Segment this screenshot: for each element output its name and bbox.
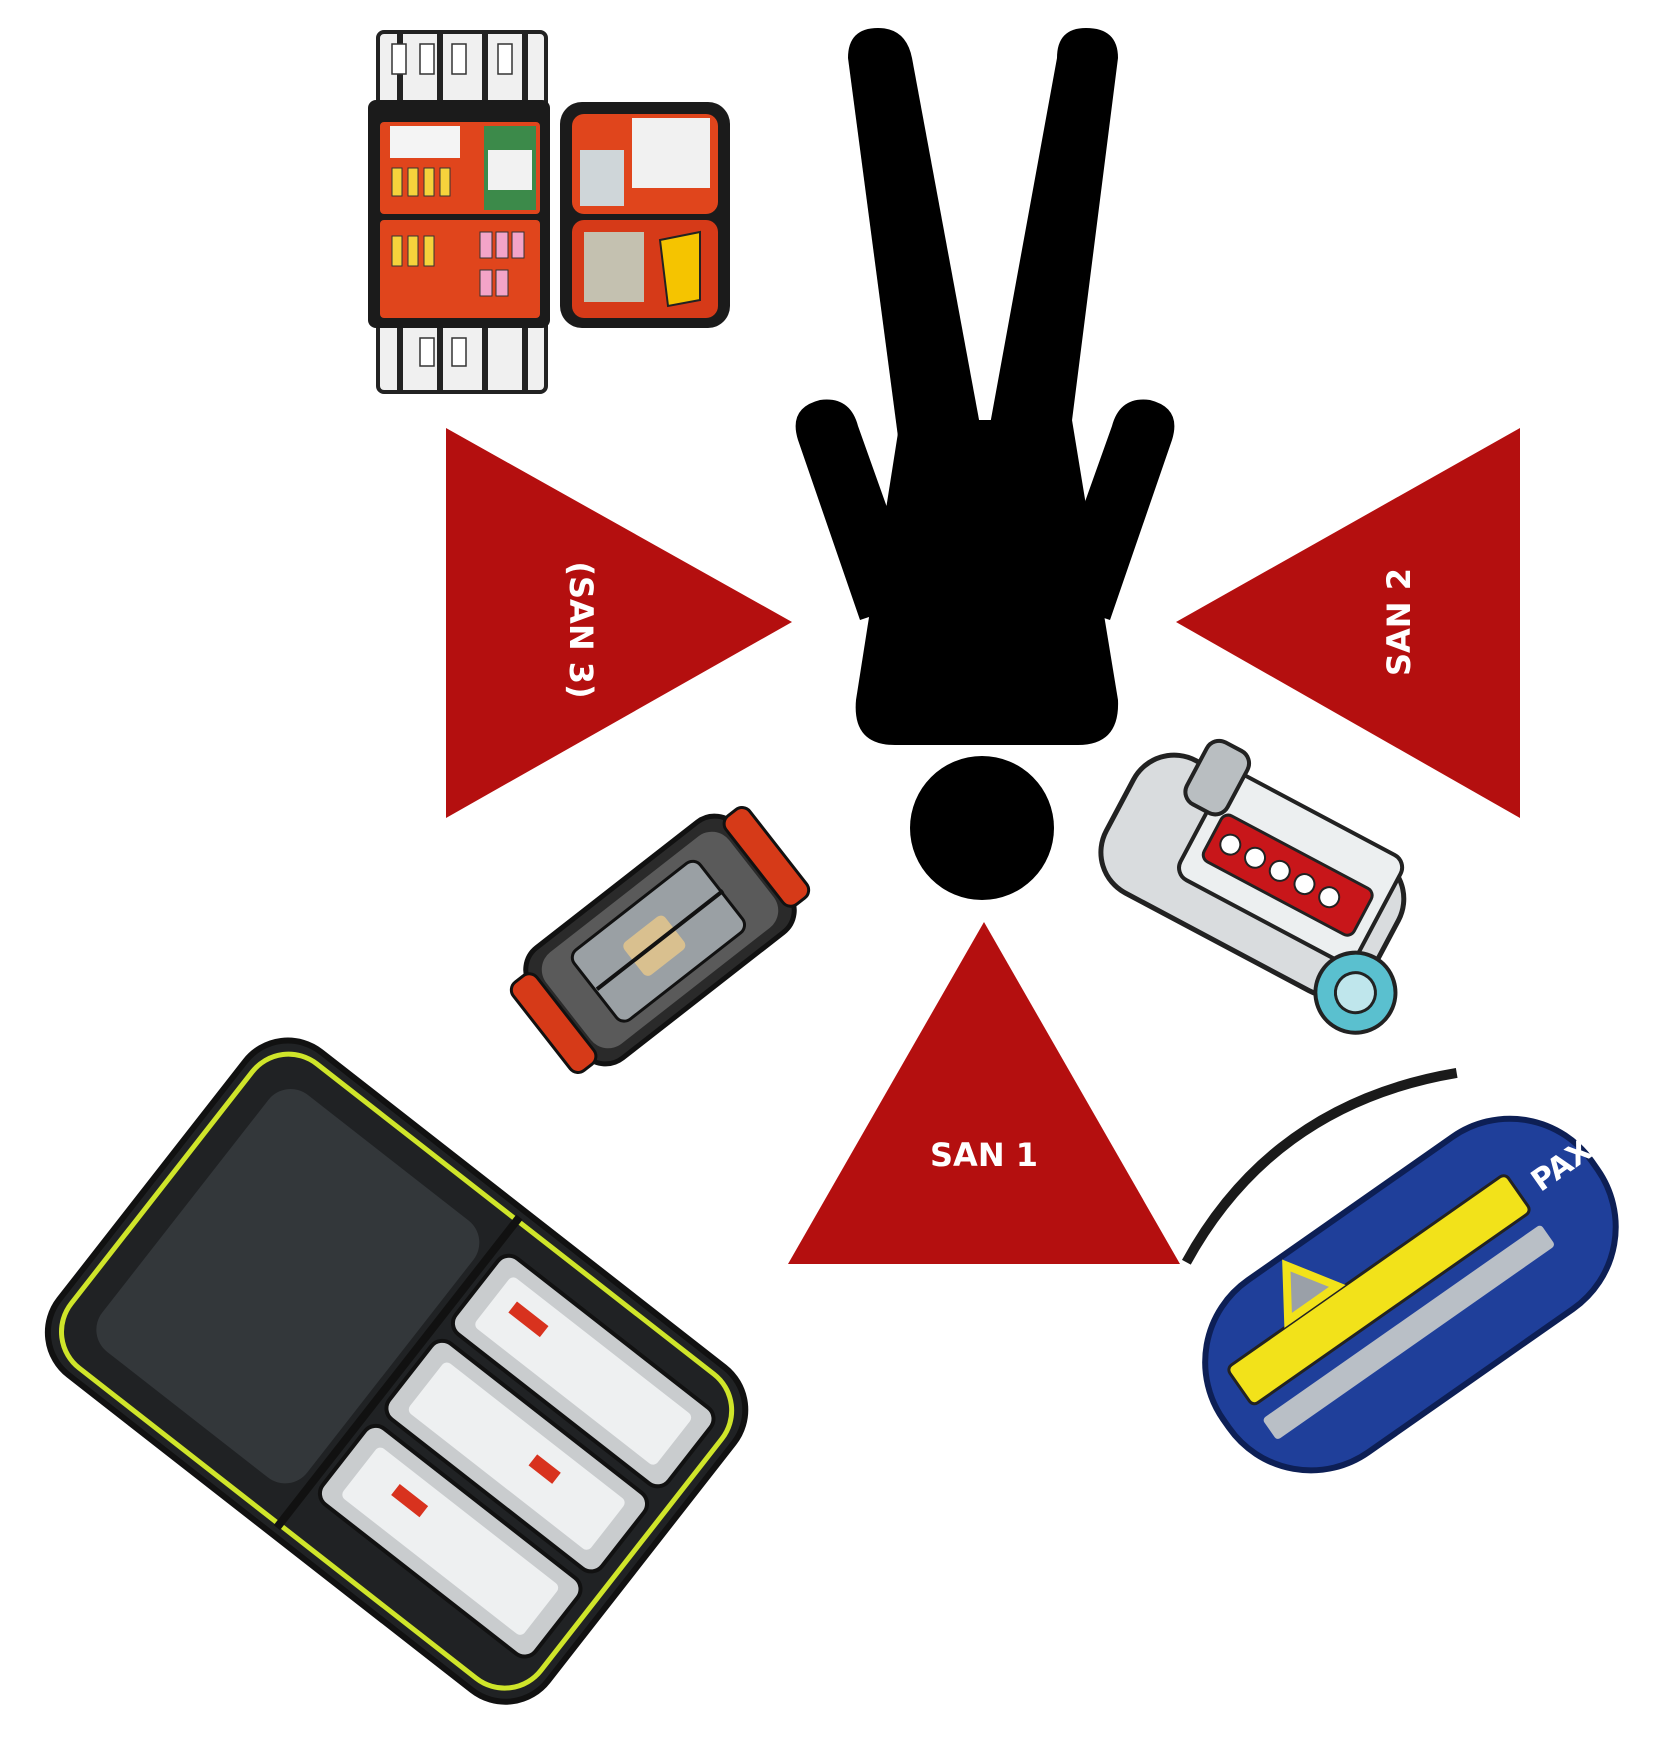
oxygen-bag-icon: PAX	[1181, 1068, 1619, 1474]
san2-position-marker: SAN 2	[1176, 428, 1520, 818]
san3-label: (SAN 3)	[562, 561, 600, 698]
patient-lying-figure-icon	[795, 28, 1175, 900]
airway-bag-icon	[509, 806, 811, 1074]
san3-position-marker: (SAN 3)	[446, 428, 792, 818]
medication-kit-icon	[368, 30, 730, 394]
suction-unit-icon	[1098, 738, 1407, 1035]
san1-label: SAN 1	[930, 1136, 1038, 1174]
san2-label: SAN 2	[1380, 568, 1418, 676]
trauma-case-icon	[44, 1037, 749, 1705]
san1-position-marker: SAN 1	[788, 922, 1180, 1264]
